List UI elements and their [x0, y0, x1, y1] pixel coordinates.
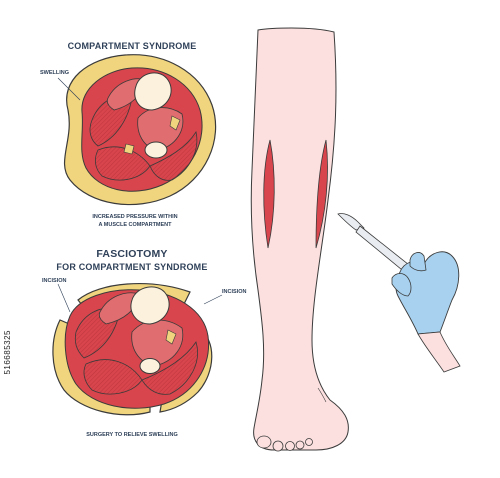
incision-label-right: INCISION: [222, 289, 246, 295]
muscle-bundle: [98, 292, 141, 325]
toe: [285, 441, 295, 451]
cross-section-fasciotomy: [52, 283, 213, 416]
tibia-bone: [134, 72, 172, 111]
swelling-leader-line: [57, 77, 81, 101]
leg-incision-right: [315, 139, 328, 249]
incision-leader-right: [203, 294, 223, 305]
top-caption-line1: INCREASED PRESSURE WITHIN: [92, 214, 177, 220]
tibia-bone: [130, 286, 170, 325]
top-caption-line2: A MUSCLE COMPARTMENT: [98, 222, 172, 228]
muscle-bundle: [141, 341, 198, 395]
incision-label-left: INCISION: [42, 278, 66, 284]
scalpel-blade: [337, 213, 365, 231]
incision-leader-left: [57, 283, 71, 313]
ankle-line: [317, 387, 327, 403]
glove-finger: [391, 273, 412, 297]
fibula-bone: [139, 358, 161, 374]
top-title: COMPARTMENT SYNDROME: [68, 41, 197, 51]
glove-finger: [409, 252, 427, 272]
leg-incision-left: [263, 139, 275, 249]
toe: [295, 440, 305, 450]
leg-outline: [250, 27, 349, 451]
gloved-hand: [391, 251, 461, 373]
toe: [272, 440, 284, 452]
fat-tissue: [169, 115, 181, 131]
wrist: [417, 331, 461, 373]
bottom-title-line2: FOR COMPARTMENT SYNDROME: [56, 262, 207, 272]
bottom-caption: SURGERY TO RELIEVE SWELLING: [86, 432, 178, 438]
bottom-title-line1: FASCIOTOMY: [96, 248, 167, 260]
muscle-bundle: [149, 130, 198, 181]
stock-id: 516685325: [3, 330, 12, 375]
cross-section-swollen: [63, 54, 217, 206]
fibula-bone: [144, 141, 168, 159]
swelling-label: SWELLING: [40, 70, 69, 76]
muscle-bundle: [83, 359, 143, 395]
fat-tissue: [123, 143, 135, 155]
fat-tissue: [165, 329, 177, 345]
leg-illustration: [250, 27, 349, 452]
toe: [305, 438, 313, 446]
toe: [256, 435, 272, 449]
